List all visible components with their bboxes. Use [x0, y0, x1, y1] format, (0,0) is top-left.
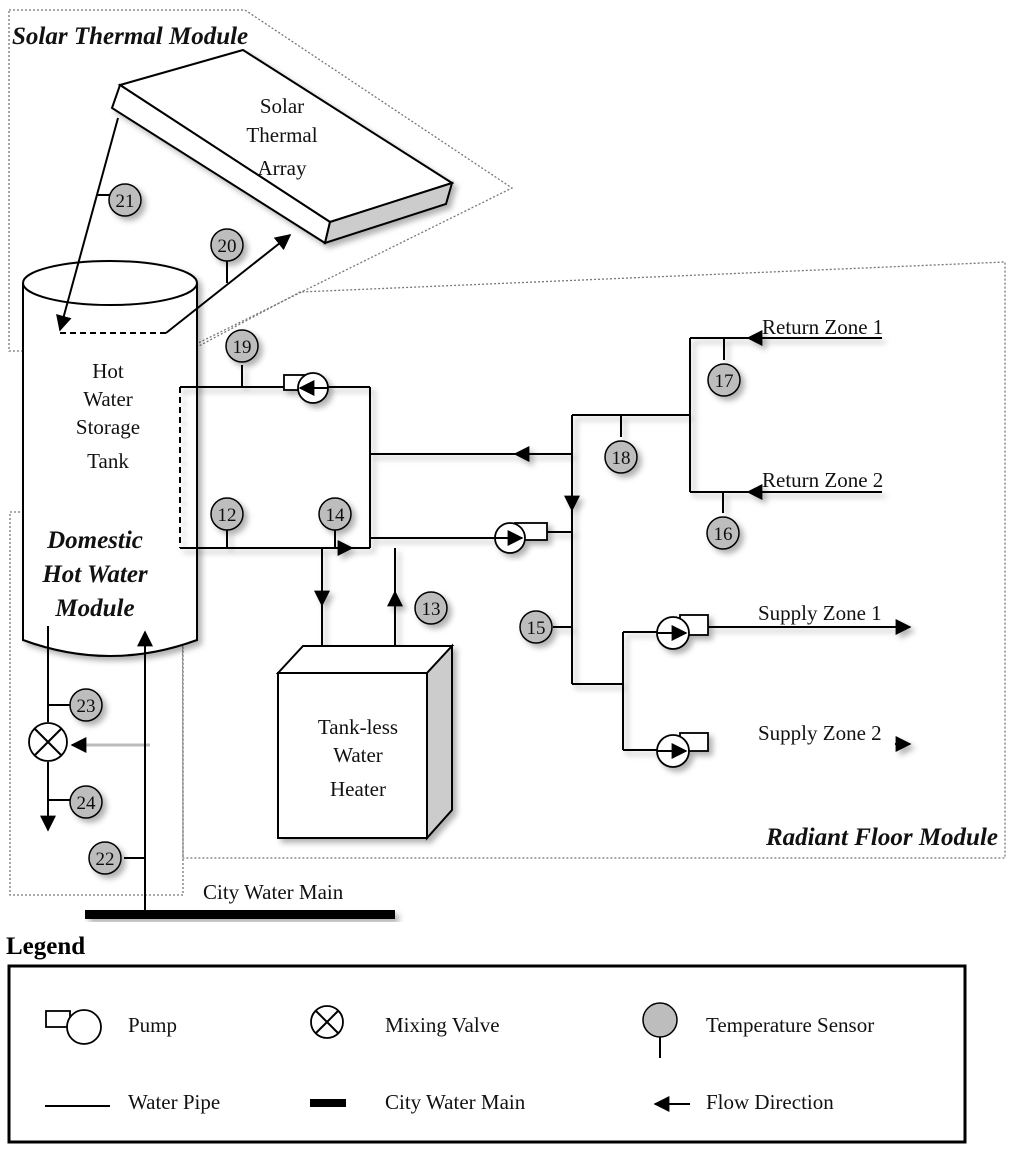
temperature-sensor-16: 16: [706, 516, 740, 550]
domestic-module-label: Domestic Hot Water Module: [41, 527, 148, 622]
pump-icon: [656, 732, 709, 768]
temperature-sensor-22: 22: [88, 841, 122, 875]
radiant-module-label: Radiant Floor Module: [765, 824, 998, 851]
svg-text:Flow Direction: Flow Direction: [706, 1090, 834, 1114]
svg-text:14: 14: [326, 505, 346, 526]
svg-text:Module: Module: [54, 595, 134, 622]
svg-text:Water Pipe: Water Pipe: [128, 1090, 220, 1114]
radiant-pipes: [553, 330, 912, 752]
tank-label: Hot Water Storage Tank: [76, 359, 140, 473]
svg-text:13: 13: [422, 599, 441, 620]
pump-icon: [656, 614, 709, 650]
mixing-valve-icon: [310, 1005, 344, 1039]
legend-pump: Pump: [45, 1009, 177, 1045]
svg-text:Solar: Solar: [260, 94, 304, 118]
svg-text:16: 16: [714, 524, 733, 545]
svg-text:Thermal: Thermal: [246, 123, 317, 147]
temperature-sensor-24: 24: [69, 785, 103, 819]
svg-text:Temperature Sensor: Temperature Sensor: [706, 1013, 874, 1037]
pump-icon: [494, 522, 548, 554]
city-water-main-icon: [310, 1099, 346, 1107]
city-water-main: [85, 910, 395, 919]
zone-labels: Return Zone 1 Return Zone 2 Supply Zone …: [758, 315, 883, 745]
svg-text:Tank-less: Tank-less: [318, 715, 398, 739]
svg-text:Water: Water: [333, 743, 383, 767]
tankless-water-heater: [275, 643, 455, 841]
svg-text:Pump: Pump: [128, 1013, 177, 1037]
svg-text:23: 23: [77, 696, 96, 717]
solar-thermal-array: [110, 48, 455, 245]
svg-text:12: 12: [218, 505, 237, 526]
temperature-sensor-23: 23: [69, 688, 103, 722]
legend-temperature-sensor: Temperature Sensor: [642, 1002, 874, 1058]
svg-text:City Water Main: City Water Main: [385, 1090, 526, 1114]
svg-text:Heater: Heater: [330, 777, 386, 801]
temperature-sensor-21: 21: [108, 183, 142, 217]
solar-array-label: Solar Thermal Array: [246, 94, 317, 180]
temperature-sensor-13: 13: [414, 591, 448, 625]
svg-text:Hot Water: Hot Water: [41, 561, 148, 588]
svg-text:18: 18: [612, 448, 631, 469]
svg-text:20: 20: [218, 236, 237, 257]
svg-text:Return Zone 2: Return Zone 2: [762, 468, 883, 492]
svg-text:21: 21: [116, 191, 135, 212]
svg-text:Mixing Valve: Mixing Valve: [385, 1013, 500, 1037]
domestic-module-boundary: [9, 511, 184, 896]
svg-text:Array: Array: [258, 156, 307, 180]
mixing-valve-icon: [28, 722, 68, 762]
svg-text:Domestic: Domestic: [46, 527, 143, 554]
radiant-module-boundary: [181, 261, 1006, 859]
temperature-sensor-20: 20: [210, 228, 244, 262]
svg-text:Hot: Hot: [92, 359, 124, 383]
svg-text:Tank: Tank: [87, 449, 129, 473]
legend-box: [7, 964, 967, 1144]
temperature-sensor-19: 19: [225, 329, 259, 363]
pump-icon: [283, 372, 329, 404]
temperature-sensor-17: 17: [707, 363, 741, 397]
legend-city-water-main: City Water Main: [310, 1090, 526, 1114]
svg-text:Supply Zone 2: Supply Zone 2: [758, 721, 882, 745]
city-water-main-label: City Water Main: [203, 880, 344, 904]
svg-text:Return Zone 1: Return Zone 1: [762, 315, 883, 339]
svg-text:15: 15: [527, 618, 546, 639]
domestic-pipes: [40, 626, 153, 912]
temperature-sensor-15: 15: [519, 610, 553, 644]
solar-module-label: Solar Thermal Module: [12, 23, 248, 50]
legend-mixing-valve: Mixing Valve: [310, 1005, 500, 1039]
svg-text:22: 22: [96, 849, 115, 870]
temperature-sensor-18: 18: [604, 440, 638, 474]
svg-text:19: 19: [233, 337, 252, 358]
svg-text:Supply Zone 1: Supply Zone 1: [758, 601, 882, 625]
legend-title: Legend: [6, 933, 85, 960]
solar-module-boundary: [8, 9, 514, 352]
hot-water-storage-tank: [22, 260, 198, 657]
svg-text:17: 17: [715, 371, 734, 392]
temperature-sensor-14: 14: [318, 497, 352, 531]
legend-water-pipe: Water Pipe: [45, 1090, 220, 1114]
temperature-sensor-12: 12: [210, 497, 244, 531]
svg-text:Storage: Storage: [76, 415, 140, 439]
legend-flow-direction: Flow Direction: [653, 1090, 834, 1114]
svg-text:24: 24: [77, 793, 97, 814]
svg-text:Water: Water: [83, 387, 133, 411]
heater-label: Tank-less Water Heater: [318, 715, 398, 801]
temperature-sensor-icon: [642, 1002, 678, 1058]
